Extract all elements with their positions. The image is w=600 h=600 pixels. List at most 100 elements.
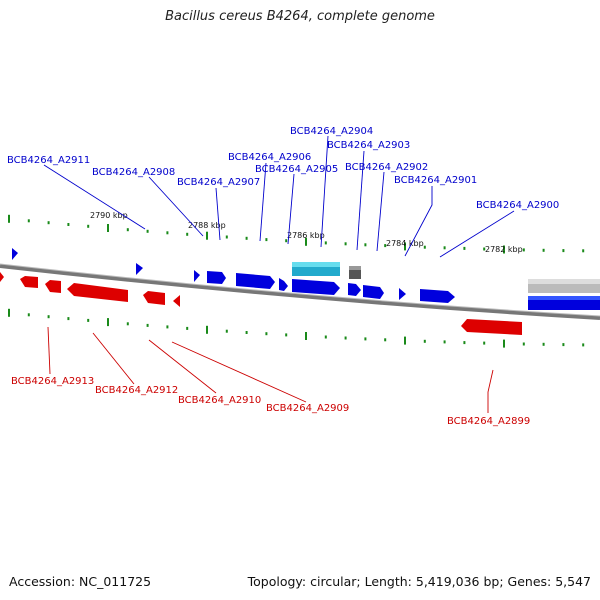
minor-tick: [47, 315, 50, 319]
minor-tick: [582, 249, 585, 253]
minor-tick: [285, 333, 288, 337]
gene-grey-small: [349, 266, 361, 279]
major-tick: [503, 245, 505, 254]
page-title: Bacillus cereus B4264, complete genome: [165, 9, 435, 24]
minor-tick: [245, 236, 248, 240]
gene-label-a2902: BCB4264_A2902: [345, 162, 428, 173]
forward-gene-labels: BCB4264_A2911 BCB4264_A2908 BCB4264_A290…: [7, 126, 559, 211]
minor-tick: [542, 342, 545, 346]
minor-tick: [265, 238, 268, 242]
kbp-label: 2782 kbp: [485, 245, 523, 254]
minor-tick: [67, 317, 70, 321]
minor-tick: [87, 318, 90, 322]
gene-label-a2900: BCB4264_A2900: [476, 200, 559, 211]
minor-tick: [463, 246, 466, 250]
genome-summary-text: Topology: circular; Length: 5,419,036 bp…: [247, 574, 591, 589]
minor-tick: [364, 337, 367, 341]
gene-forward-arrow: [399, 288, 406, 300]
kbp-label: 2788 kbp: [188, 221, 226, 230]
gene-reverse-arrow: [20, 276, 38, 288]
major-tick: [206, 325, 208, 334]
gene-forward-arrow: [12, 248, 18, 260]
gene-forward-arrow: [420, 289, 455, 303]
minor-tick: [186, 232, 189, 236]
minor-tick: [324, 241, 327, 245]
major-tick: [404, 336, 406, 345]
gene-reverse-arrow: [67, 283, 128, 302]
gene-forward-arrow: [136, 263, 143, 275]
gene-label-a2901: BCB4264_A2901: [394, 175, 477, 186]
gene-forward-arrow: [194, 270, 200, 282]
minor-tick: [562, 343, 565, 347]
minor-tick: [67, 223, 70, 226]
minor-tick: [364, 243, 367, 247]
genome-backbone-highlight: [0, 263, 600, 317]
gene-forward-arrow: [348, 283, 361, 296]
gene-label-a2905: BCB4264_A2905: [255, 164, 338, 175]
minor-tick: [225, 235, 228, 239]
gene-label-a2910: BCB4264_A2910: [178, 395, 261, 406]
minor-tick: [562, 249, 565, 253]
kbp-label: 2786 kbp: [287, 231, 325, 240]
major-tick: [8, 214, 10, 223]
major-tick: [107, 318, 109, 327]
minor-tick: [384, 338, 387, 342]
minor-tick: [186, 326, 189, 330]
minor-tick: [146, 229, 149, 233]
kbp-labels: 2790 kbp 2788 kbp 2786 kbp 2784 kbp 2782…: [90, 211, 523, 254]
major-tick: [305, 237, 307, 246]
gene-reverse-arrow: [45, 280, 61, 293]
minor-tick: [443, 246, 446, 250]
minor-tick: [126, 322, 129, 326]
genome-backbone: [0, 264, 600, 320]
minor-tick: [166, 231, 169, 235]
reverse-gene-labels: BCB4264_A2913 BCB4264_A2912 BCB4264_A291…: [11, 376, 530, 427]
accession-text: Accession: NC_011725: [9, 574, 152, 589]
gene-reverse-arrow: [143, 291, 165, 305]
gene-label-a2903: BCB4264_A2903: [327, 140, 410, 151]
gene-reverse-arrow: [0, 272, 4, 282]
gene-reverse-arrow: [173, 295, 180, 307]
minor-tick: [27, 313, 30, 317]
minor-tick: [225, 329, 228, 333]
gene-forward-arrow: [363, 285, 384, 299]
minor-tick: [146, 323, 149, 327]
minor-tick: [542, 248, 545, 252]
gene-forward-right-large: [528, 296, 600, 310]
minor-tick: [344, 242, 347, 246]
forward-leader-lines: [43, 135, 515, 258]
grey-gene-block: [528, 279, 600, 293]
major-tick: [8, 308, 10, 317]
forward-genes: [12, 248, 455, 303]
minor-tick: [582, 343, 585, 347]
minor-tick: [522, 248, 525, 252]
gene-label-a2907: BCB4264_A2907: [177, 177, 260, 188]
gene-label-a2904: BCB4264_A2904: [290, 126, 373, 137]
minor-tick: [245, 331, 248, 334]
minor-tick: [423, 339, 426, 343]
minor-tick: [522, 342, 525, 346]
minor-tick: [423, 245, 426, 249]
minor-tick: [87, 224, 90, 228]
reverse-genes: [0, 272, 522, 335]
minor-tick: [265, 332, 268, 336]
gene-label-a2899: BCB4264_A2899: [447, 416, 530, 427]
gene-label-a2908: BCB4264_A2908: [92, 167, 175, 178]
minor-tick: [27, 219, 30, 223]
minor-tick: [344, 336, 347, 340]
gene-label-a2912: BCB4264_A2912: [95, 385, 178, 396]
kbp-label: 2790 kbp: [90, 211, 128, 220]
minor-tick: [166, 325, 169, 329]
reverse-leader-lines: [47, 326, 494, 413]
minor-tick: [443, 340, 446, 344]
minor-tick: [483, 341, 486, 345]
major-tick: [206, 231, 208, 240]
gene-label-a2906: BCB4264_A2906: [228, 152, 311, 163]
minor-tick: [384, 244, 387, 248]
minor-tick: [483, 247, 486, 251]
minor-tick: [463, 341, 466, 345]
gene-forward-arrow: [236, 273, 275, 289]
kbp-label: 2784 kbp: [386, 239, 424, 248]
minor-tick: [285, 239, 288, 243]
